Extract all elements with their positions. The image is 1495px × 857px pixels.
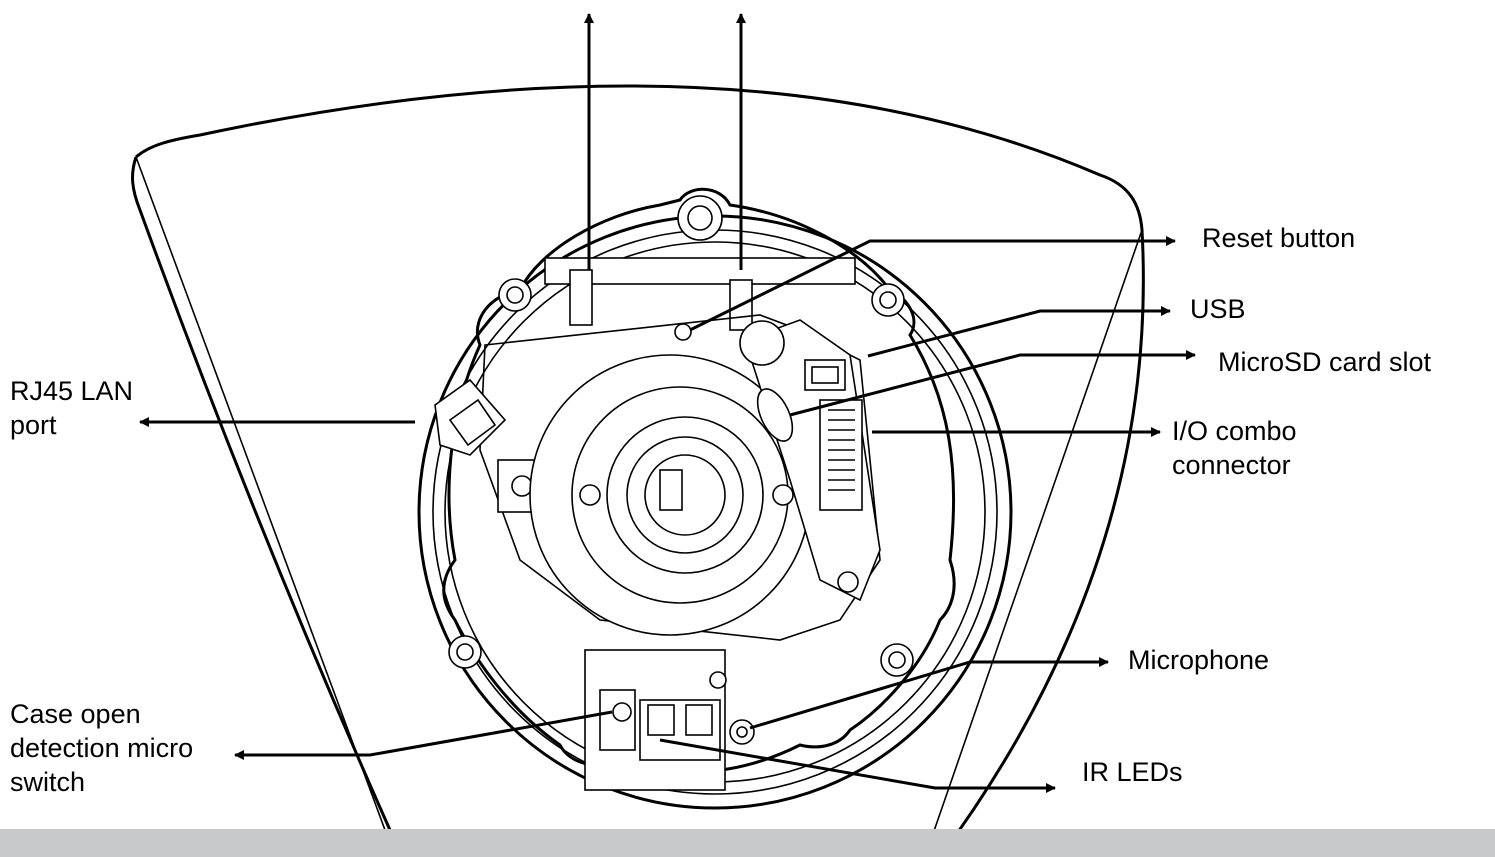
base-plate [442,187,956,774]
label-case-line3: switch [10,767,86,797]
leader-microphone [749,657,1109,730]
label-rj45-line2: port [10,410,57,440]
microphone-part [729,719,755,745]
label-reset-button: Reset button [1202,223,1356,253]
label-microsd: MicroSD card slot [1218,347,1432,377]
housing-inner-edge-right [924,229,1143,857]
bottom-band [0,829,1495,857]
screw-top [677,195,723,241]
label-case-line1: Case open [10,699,141,729]
label-io-line1: I/O combo [1172,416,1297,446]
screw-left-top [498,278,532,312]
leader-case-switch [234,710,613,760]
label-case-line2: detection micro [10,733,194,763]
label-ir-leds: IR LEDs [1082,757,1183,787]
leader-reset [689,236,1176,332]
screw-right-top [871,283,905,317]
leader-microsd [789,350,1196,417]
label-io-line2: connector [1172,450,1291,480]
screw-right-bottom [880,643,914,677]
ir-module [584,649,727,791]
rj45-port [434,378,507,456]
reset-hole [674,323,692,341]
lens-assembly [529,354,811,636]
screw-left-bottom [448,635,482,669]
top-bracket [544,257,856,285]
label-usb: USB [1190,294,1246,324]
label-rj45-line1: RJ45 LAN [10,376,134,406]
tab-left [569,269,593,326]
label-microphone: Microphone [1128,645,1270,675]
housing-inner-edge [135,156,396,857]
connector-board [739,319,881,602]
leader-ir-leds [659,738,1056,793]
leader-usb [867,306,1171,358]
